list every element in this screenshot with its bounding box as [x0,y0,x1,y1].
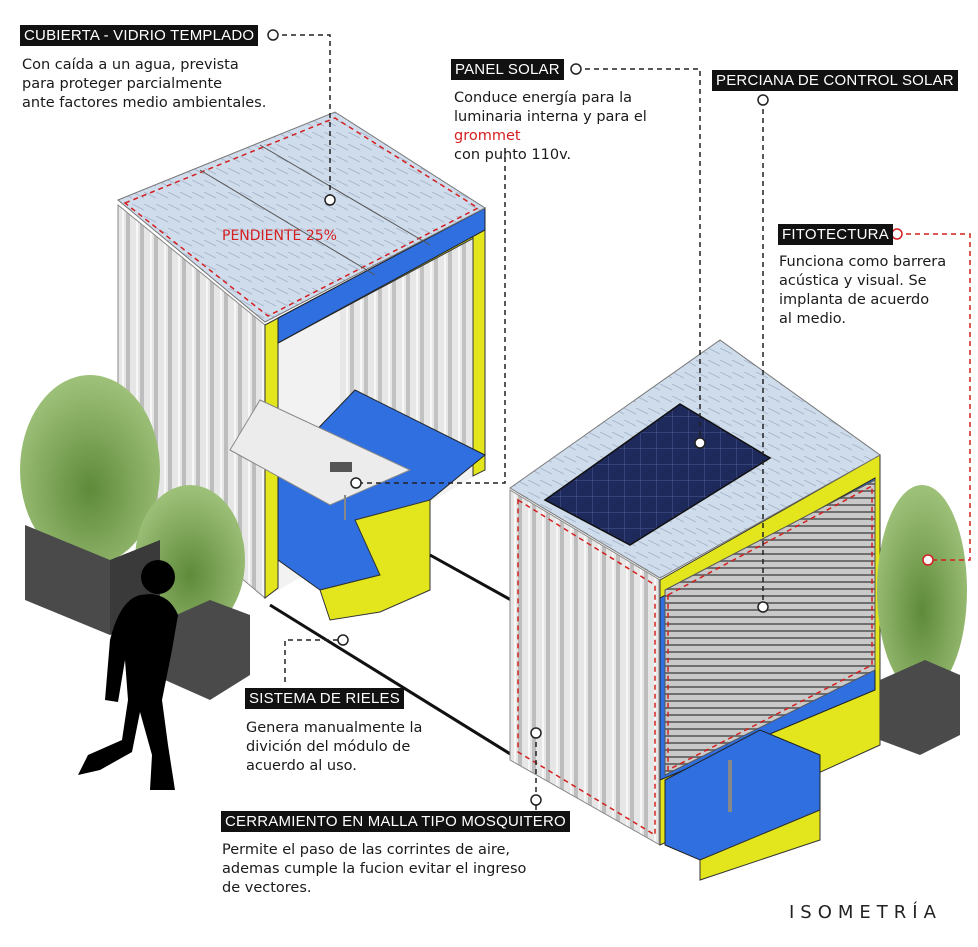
leader-lines [267,29,971,810]
left-module-beam [277,207,486,344]
leader-dot [891,228,903,240]
solar-description-line: grommet con punto 110v. [454,127,647,165]
rails-description-line: divición del módulo de [246,739,411,755]
solar-tag: PANEL SOLAR [451,59,564,80]
leader-dot [757,601,769,613]
mesh-tag: CERRAMIENTO EN MALLA TIPO MOSQUITERO [221,811,570,832]
solar-control-blind [664,479,876,776]
planter-box [165,600,250,700]
leader-dot [694,437,706,449]
blind-dashed-outline [667,484,873,772]
rails-description: Genera manualmente la divición del módul… [246,719,422,776]
rails-description-line: Genera manualmente la [246,720,423,736]
roof-mullion [199,169,376,276]
rails-description-line: acuerdo al uso. [246,758,357,774]
drawing-title: ISOMETRÍA [789,902,942,923]
leader-dot [267,29,279,41]
plant-foliage [877,485,967,695]
green-description-line: al medio. [779,311,847,327]
planter-right [877,485,967,755]
leader-dot [337,634,349,646]
mesh-description: Permite el paso de las corrintes de aire… [222,841,526,898]
right-module [509,339,881,881]
green-description-line: acústica y visual. Se [779,273,927,289]
roof-mullion [259,144,431,246]
mesh-description-line: de vectores. [222,880,312,896]
leader-dot [570,63,582,75]
solar-panel [543,403,772,546]
right-module-step [699,809,821,881]
leader-roof [273,34,331,200]
roof-description: Con caída a un agua, prevista para prote… [22,56,266,113]
rail [269,603,521,762]
slope-label: PENDIENTE 25% [222,228,337,244]
roof-description-line: Con caída a un agua, prevista [22,57,239,73]
grommet-highlight: grommet [454,128,521,144]
blind-tag: PERCIANA DE CONTROL SOLAR [712,70,958,91]
solar-description-line: Conduce energía para la [454,90,633,106]
leader-dot [922,554,934,566]
solar-description: Conduce energía para la luminaria intern… [454,89,647,165]
solar-description-line: luminaria interna y para el [454,109,647,125]
rails-tag: SISTEMA DE RIELES [245,688,404,709]
mesh-description-line: ademas cumple la fucion evitar el ingres… [222,861,527,877]
mesh-description-line: Permite el paso de las corrintes de aire… [222,842,511,858]
leader-dot [324,194,336,206]
left-module-frame-right [472,207,486,477]
planter-box [880,660,960,755]
left-module [117,111,521,762]
leader-grommet [356,148,506,484]
leader-dot [757,94,769,106]
green-description-line: implanta de acuerdo [779,292,930,308]
roof-tag: CUBIERTA - VIDRIO TEMPLADO [20,25,259,46]
plant-foliage [20,375,160,565]
leader-green [897,233,971,561]
green-description: Funciona como barrera acústica y visual.… [779,253,946,329]
leader-rails [284,639,343,682]
green-description-line: Funciona como barrera [779,254,947,270]
left-module-step [319,499,431,621]
meeting-table [229,399,412,506]
leader-dot [530,794,542,806]
planter-left [20,375,250,700]
grommet [330,462,352,472]
green-tag: FITOTECTURA [778,224,893,245]
roof-description-line: ante factores medio ambientales. [22,95,267,111]
leader-dot [530,727,542,739]
leader-solar [576,68,701,443]
person-silhouette [78,560,178,790]
roof-description-line: para proteger parcialmente [22,76,223,92]
leader-dot [350,477,362,489]
rail [429,553,521,607]
planter-box [25,525,110,635]
solar-description-rest: con punto 110v. [454,147,572,163]
